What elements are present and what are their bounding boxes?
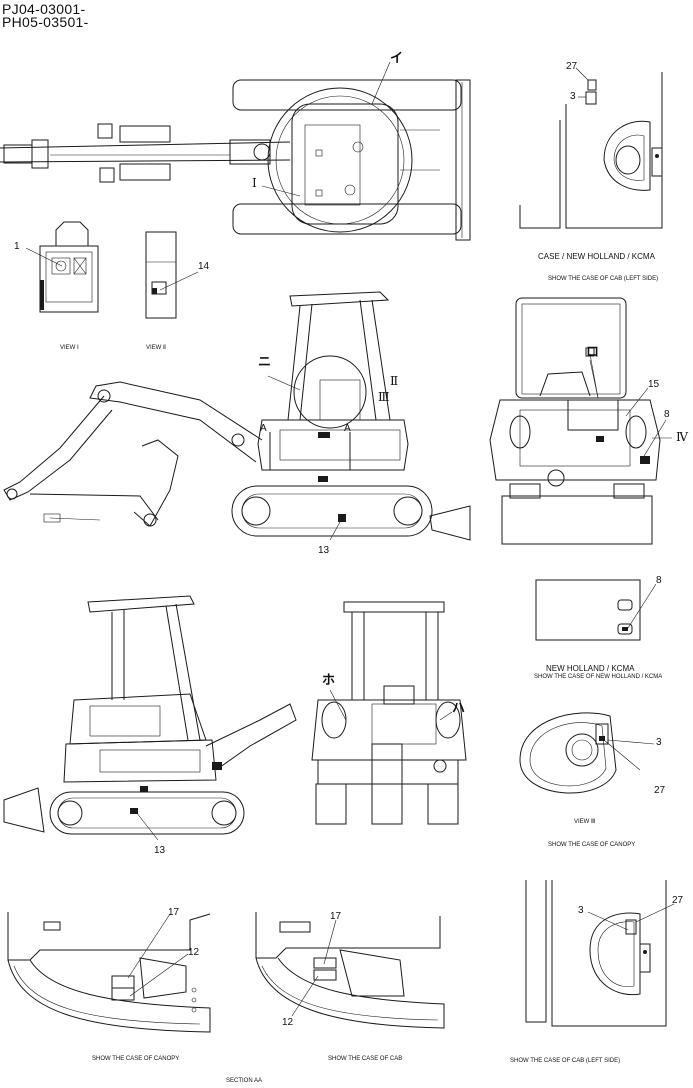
model-code-1: PJ04-03001- (2, 1, 86, 17)
view-2-drawing (145, 231, 177, 319)
rear-view-cab-drawing (489, 297, 661, 545)
caption-view-1: VIEW Ⅰ (60, 345, 79, 351)
section-cab-drawing (255, 912, 445, 1029)
callout-12-canopy: 12 (188, 947, 200, 958)
callout-12-cab: 12 (282, 1017, 294, 1028)
callout-14: 14 (198, 261, 210, 272)
callout-27-bottom: 27 (672, 895, 684, 906)
marker-jp-i: イ (390, 51, 404, 66)
marker-view-III: Ⅲ (378, 390, 390, 404)
section-marker-a-right: A (344, 423, 351, 434)
callout-3-bottom: 3 (578, 905, 584, 916)
caption-section-aa: SECTION AA (226, 1078, 263, 1084)
marker-view-I: I (252, 176, 257, 190)
marker-view-II: Ⅱ (390, 374, 399, 388)
section-cab-left-drawing (525, 880, 667, 1027)
nh-panel-drawing (535, 579, 641, 641)
caption-canopy-case: SHOW THE CASE OF CANOPY (548, 842, 636, 848)
side-view-cab-drawing (3, 291, 471, 541)
view-3-drawing (519, 712, 617, 794)
section-canopy-drawing (7, 912, 211, 1033)
marker-jp-ni: ニ (258, 355, 272, 370)
rear-view-canopy-drawing (311, 601, 467, 825)
caption-bottom-cab: SHOW THE CASE OF CAB (328, 1056, 403, 1062)
caption-view-2: VIEW Ⅱ (146, 345, 166, 351)
callout-1: 1 (14, 241, 20, 252)
leader-lines (25, 61, 675, 1017)
callout-27-view3: 27 (654, 785, 666, 796)
callout-15: 15 (648, 379, 660, 390)
side-view-canopy-drawing (3, 595, 297, 835)
marker-jp-ho: ホ (322, 673, 336, 688)
caption-bottom-cab-left: SHOW THE CASE OF CAB (LEFT SIDE) (510, 1058, 621, 1064)
callout-17-cab: 17 (330, 911, 342, 922)
callout-3-top: 3 (570, 91, 576, 102)
callout-27-top: 27 (566, 61, 578, 72)
marker-jp-ha: ハ (452, 701, 466, 716)
callout-3-view3: 3 (656, 737, 662, 748)
caption-case-title: CASE / NEW HOLLAND / KCMA (538, 252, 655, 261)
view-1-drawing (39, 221, 99, 313)
callout-13-canopy: 13 (154, 845, 166, 856)
callout-13-side: 13 (318, 545, 330, 556)
callout-17-canopy: 17 (168, 907, 180, 918)
caption-nh-title: NEW HOLLAND / KCMA (546, 664, 635, 673)
callout-8-nh: 8 (656, 575, 662, 586)
caption-nh-sub: SHOW THE CASE OF NEW HOLLAND / KCMA (534, 674, 663, 680)
marker-jp-ro: ロ (586, 345, 600, 360)
cab-left-top-drawing (519, 67, 663, 229)
caption-bottom-canopy: SHOW THE CASE OF CANOPY (92, 1056, 180, 1062)
caption-case-sub: SHOW THE CASE OF CAB (LEFT SIDE) (548, 276, 659, 282)
top-view-drawing (0, 79, 471, 241)
callout-8-rear: 8 (664, 409, 670, 420)
marker-view-IV: Ⅳ (676, 430, 688, 444)
caption-view-3: VIEW Ⅲ (574, 819, 596, 825)
model-code-2: PH05-03501- (2, 14, 89, 30)
section-marker-a-left: A (260, 423, 267, 434)
